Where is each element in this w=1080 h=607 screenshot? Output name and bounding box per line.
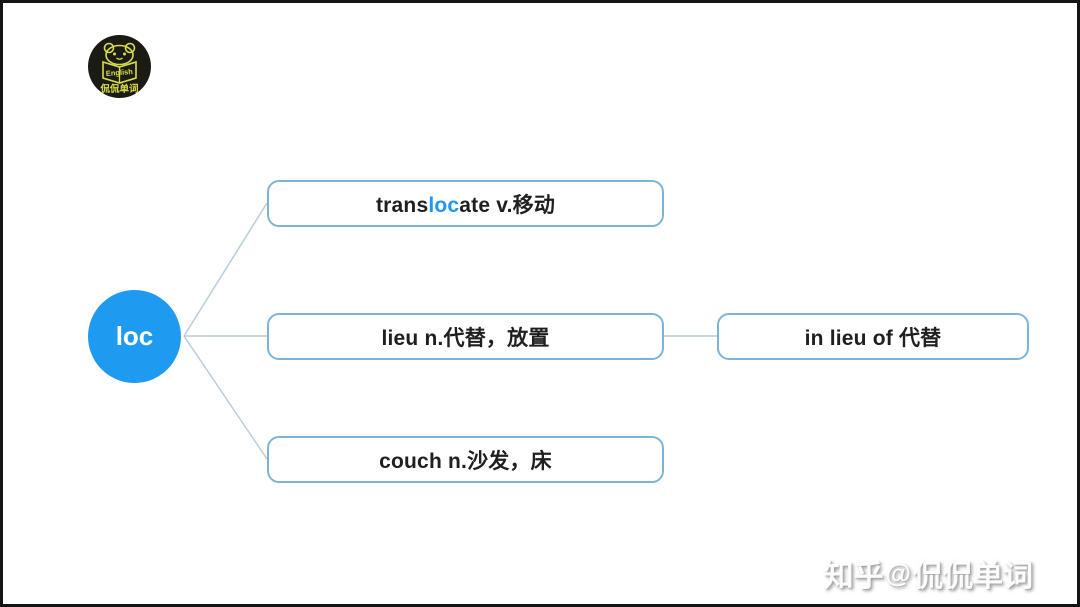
node-in-lieu-of-label: in lieu of 代替 (804, 326, 942, 350)
watermark-site: 知乎 (823, 560, 884, 593)
root-node-loc: loc (88, 290, 181, 383)
node-couch: couch n.沙发，床 (267, 436, 664, 483)
panda-reading-book-icon: English 侃侃单词 (99, 42, 139, 95)
root-highlight: loc (428, 193, 460, 217)
node-lieu: lieu n.代替，放置 (267, 313, 664, 360)
brand-logo: English 侃侃单词 (88, 35, 151, 98)
watermark-account: 侃侃单词 (913, 560, 1033, 593)
node-couch-label: couch n.沙发，床 (379, 449, 552, 473)
svg-text:侃侃单词: 侃侃单词 (99, 83, 138, 95)
node-lieu-label: lieu n.代替，放置 (381, 326, 550, 350)
node-in-lieu-of: in lieu of 代替 (717, 313, 1029, 360)
connector-root-couch (183, 335, 268, 460)
connector-root-translocate (183, 202, 268, 337)
root-node-label: loc (115, 321, 154, 351)
node-translocate: translocate v.移动 (267, 180, 664, 227)
svg-text:English: English (105, 67, 133, 78)
node-translocate-label: translocate v.移动 (375, 193, 556, 217)
zhihu-watermark: 知乎 @ 侃侃单词 (824, 551, 1033, 595)
zhihu-bubble-at-icon: @ (885, 557, 911, 588)
